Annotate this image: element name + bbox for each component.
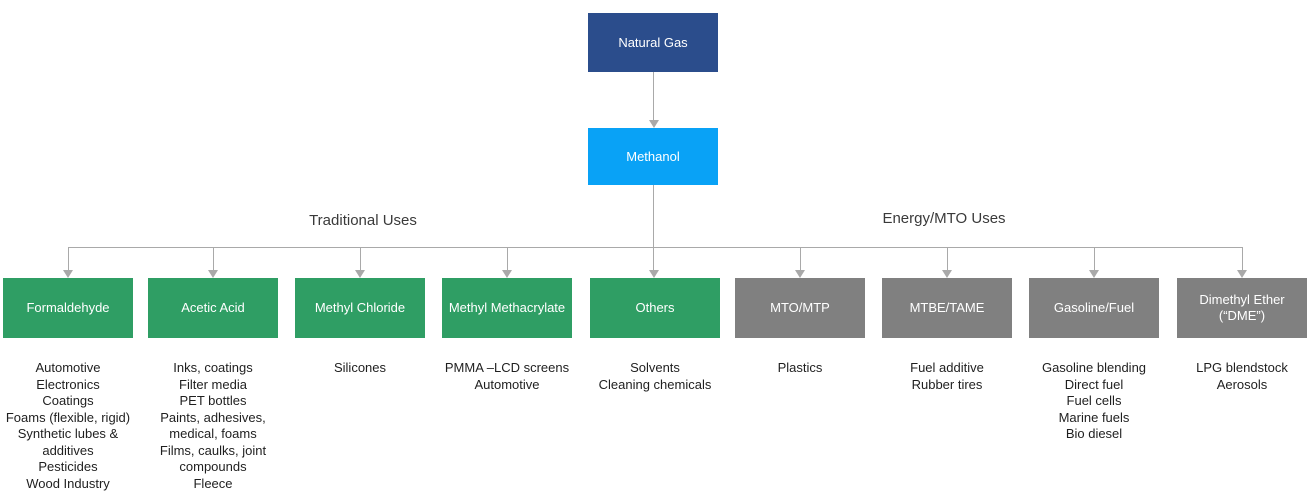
branch-box-dimethyl-ether: Dimethyl Ether (“DME”) <box>1177 278 1307 338</box>
branch-label: Formaldehyde <box>26 300 110 315</box>
use-item: PMMA –LCD screens <box>444 360 570 375</box>
use-item: Films, caulks, joint compounds <box>159 442 267 475</box>
branch-label: Gasoline/Fuel <box>1053 300 1135 315</box>
use-item: Plastics <box>777 360 823 375</box>
natural-gas-box: Natural Gas <box>588 13 718 72</box>
arrow-down-icon <box>795 270 805 278</box>
branch-box-acetic-acid: Acetic Acid <box>148 278 278 338</box>
use-item: Wood Industry <box>26 475 110 491</box>
use-item: Coatings <box>42 393 94 408</box>
use-item: Cleaning chemicals <box>598 376 712 392</box>
use-item: Marine fuels <box>1058 409 1130 425</box>
connector-stub-methyl-methacrylate <box>507 247 508 270</box>
branch-box-others: Others <box>590 278 720 338</box>
use-item: Synthetic lubes & additives <box>17 426 119 458</box>
branch-label: Methyl Methacrylate <box>448 300 566 315</box>
arrow-down-icon <box>649 270 659 278</box>
use-item: PET bottles <box>179 393 247 408</box>
arrow-down-icon <box>942 270 952 278</box>
use-item: Automotive <box>474 376 540 392</box>
use-item: Foams (flexible, rigid) <box>5 409 131 425</box>
branch-box-methyl-chloride: Methyl Chloride <box>295 278 425 338</box>
use-item: Pesticides <box>38 459 98 474</box>
branch-box-formaldehyde: Formaldehyde <box>3 278 133 338</box>
uses-list-mto-mtp: Plastics <box>724 360 876 377</box>
arrow-down-icon <box>1089 270 1099 278</box>
use-item: Aerosols <box>1216 376 1268 392</box>
arrow-down-icon <box>502 270 512 278</box>
arrow-down-icon <box>355 270 365 278</box>
use-item: Fleece <box>193 475 233 491</box>
use-item: Inks, coatings <box>173 360 253 375</box>
branch-box-gasoline-fuel: Gasoline/Fuel <box>1029 278 1159 338</box>
uses-list-methyl-chloride: Silicones <box>284 360 436 377</box>
arrow-down-icon <box>649 120 659 128</box>
use-item: Solvents <box>630 360 680 375</box>
methanol-label: Methanol <box>626 148 680 164</box>
connector-methanol-to-others <box>653 185 654 270</box>
arrow-down-icon <box>63 270 73 278</box>
use-item: Rubber tires <box>911 376 983 392</box>
arrow-down-icon <box>208 270 218 278</box>
branch-label: Others <box>635 300 675 315</box>
methanol-box: Methanol <box>588 128 718 185</box>
branch-label: MTBE/TAME <box>909 300 985 315</box>
use-item: LPG blendstock <box>1196 360 1288 375</box>
arrow-down-icon <box>1237 270 1247 278</box>
branch-box-mto-mtp: MTO/MTP <box>735 278 865 338</box>
branch-label: MTO/MTP <box>770 300 830 315</box>
connector-stub-dme <box>1242 247 1243 270</box>
branch-label: Methyl Chloride <box>314 300 406 315</box>
connector-stub-acetic-acid <box>213 247 214 270</box>
use-item: Silicones <box>333 360 387 375</box>
use-item: Direct fuel <box>1064 376 1124 392</box>
branch-box-mtbe-tame: MTBE/TAME <box>882 278 1012 338</box>
connector-stub-methyl-chloride <box>360 247 361 270</box>
natural-gas-label: Natural Gas <box>618 34 688 50</box>
use-item: Fuel cells <box>1066 393 1122 408</box>
heading-energy-mto-uses: Energy/MTO Uses <box>882 210 1006 227</box>
use-item: Automotive <box>35 360 101 375</box>
heading-traditional-uses: Traditional Uses <box>309 212 417 229</box>
connector-stub-gasoline-fuel <box>1094 247 1095 270</box>
connector-root-to-methanol <box>653 72 654 120</box>
branch-label: Dimethyl Ether (“DME”) <box>1199 292 1285 323</box>
use-item: Filter media <box>179 376 247 392</box>
use-item: Fuel additive <box>910 360 984 375</box>
branch-label: Acetic Acid <box>181 300 245 315</box>
branch-box-methyl-methacrylate: Methyl Methacrylate <box>442 278 572 338</box>
connector-stub-mto-mtp <box>800 247 801 270</box>
connector-stub-formaldehyde <box>68 247 69 270</box>
connector-rail <box>68 247 1242 248</box>
use-item: Paints, adhesives, medical, foams <box>160 409 266 442</box>
use-item: Electronics <box>36 376 100 392</box>
use-item: Bio diesel <box>1065 426 1123 441</box>
use-item: Gasoline blending <box>1041 360 1147 375</box>
connector-stub-mtbe-tame <box>947 247 948 270</box>
